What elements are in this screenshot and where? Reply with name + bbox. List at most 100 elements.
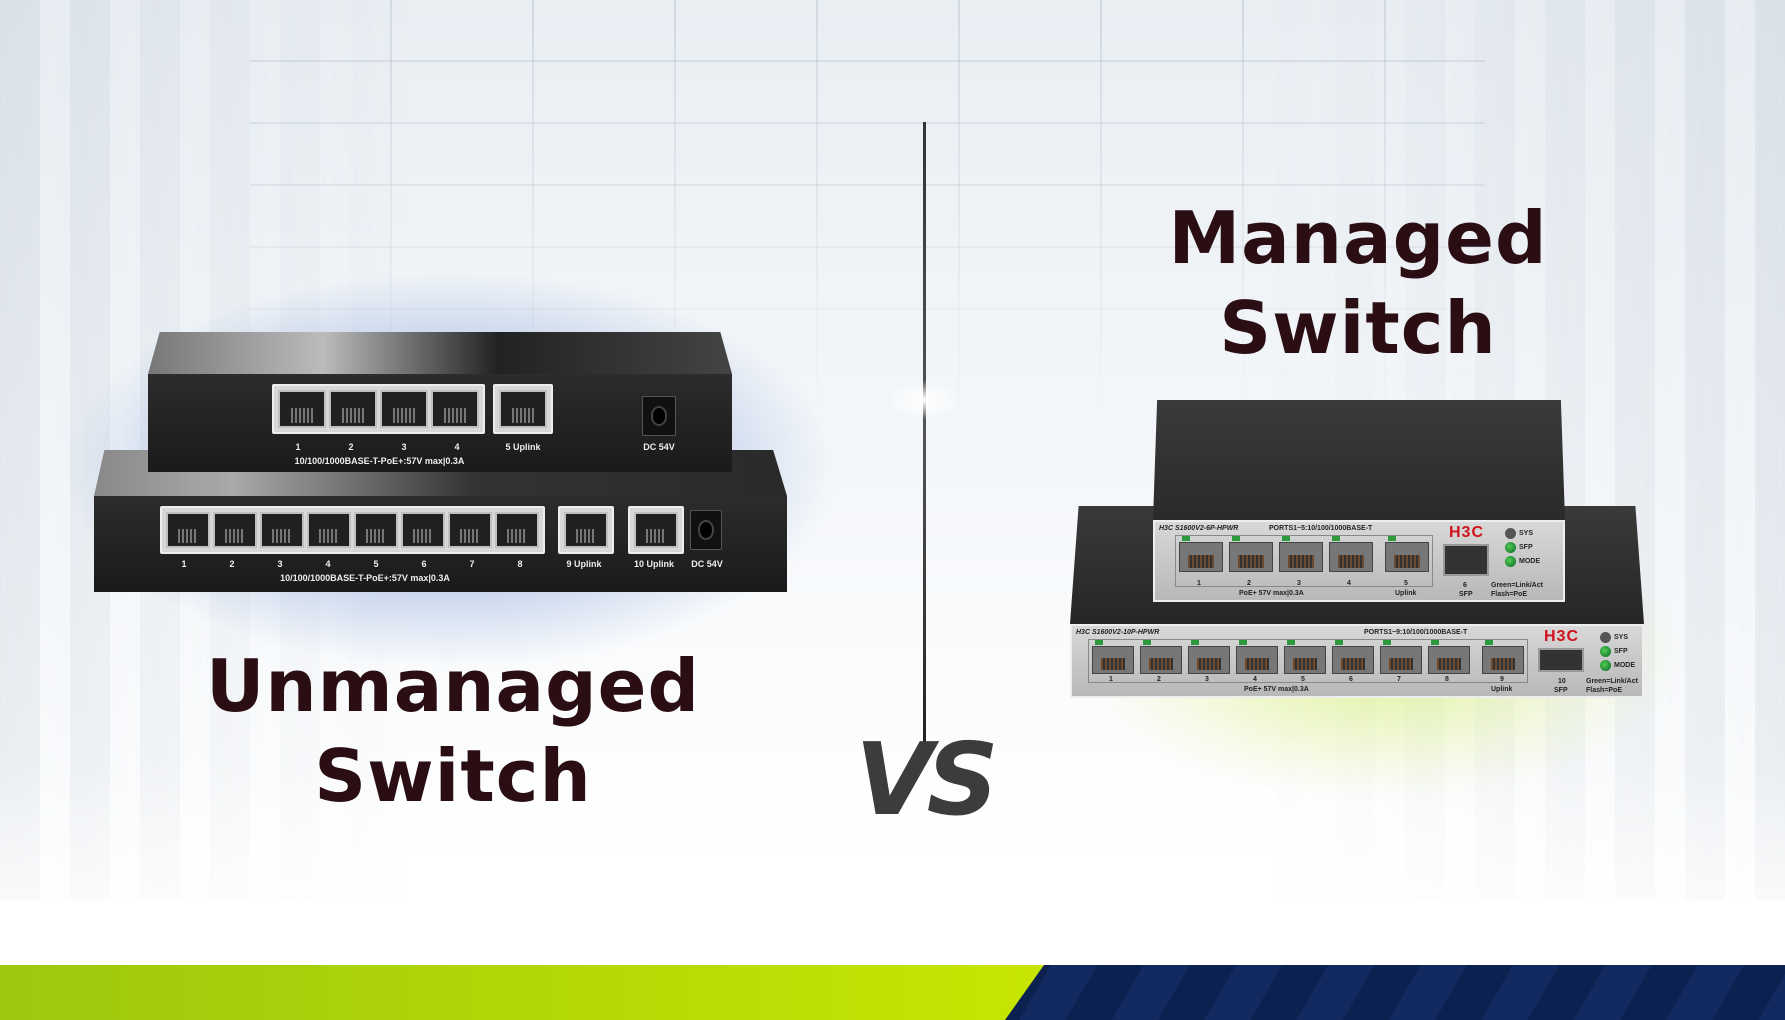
sfp-port bbox=[1538, 648, 1584, 672]
sfp-label: SFP bbox=[1554, 687, 1568, 694]
uplink-number: 9 bbox=[1500, 676, 1504, 683]
sfp-port bbox=[1443, 544, 1489, 576]
port-number: 6 bbox=[421, 559, 427, 569]
rj45-port bbox=[307, 512, 351, 548]
center-divider-line bbox=[923, 122, 926, 742]
status-led bbox=[1600, 646, 1611, 657]
link-led bbox=[1332, 536, 1340, 541]
led-legend: Green=Link/Act bbox=[1491, 582, 1543, 589]
port-group bbox=[160, 506, 545, 554]
rj45-port bbox=[166, 512, 210, 548]
poe-label: PoE+ 57V max|0.3A bbox=[1239, 590, 1304, 597]
link-led bbox=[1383, 640, 1391, 645]
uplink-number: 5 bbox=[1404, 580, 1408, 587]
port-number: 7 bbox=[1397, 676, 1401, 683]
rj45-port bbox=[431, 390, 479, 428]
rj45-port bbox=[1385, 536, 1429, 572]
spec-label: 10/100/1000BASE-T-PoE+:57V max|0.3A bbox=[294, 456, 465, 466]
brand-logo: H3C bbox=[1544, 628, 1580, 645]
port-number: 3 bbox=[401, 442, 407, 452]
rj45-port bbox=[329, 390, 377, 428]
link-led bbox=[1287, 640, 1295, 645]
rj45-port bbox=[260, 512, 304, 548]
rj45-port bbox=[380, 390, 428, 428]
port-number: 5 bbox=[1301, 676, 1305, 683]
led-label: SYS bbox=[1519, 530, 1534, 537]
port-number: 2 bbox=[1157, 676, 1161, 683]
light-flare bbox=[884, 380, 964, 420]
sfp-number: 6 bbox=[1463, 582, 1467, 589]
rj45-port bbox=[1380, 640, 1422, 674]
port-number: 8 bbox=[1445, 676, 1449, 683]
port-group bbox=[272, 384, 485, 434]
heading-line-2: Switch bbox=[1219, 286, 1497, 370]
led-legend: Flash=PoE bbox=[1586, 687, 1622, 694]
versus-label: VS bbox=[855, 721, 998, 838]
ports-spec-label: PORTS1~5:10/100/1000BASE-T bbox=[1269, 525, 1373, 532]
link-led bbox=[1182, 536, 1190, 541]
led-label: MODE bbox=[1519, 558, 1540, 565]
port-number: 6 bbox=[1349, 676, 1353, 683]
power-label: DC 54V bbox=[643, 442, 675, 452]
rj45-port bbox=[1428, 640, 1470, 674]
uplink-label: Uplink bbox=[1395, 590, 1417, 597]
rj45-port bbox=[1284, 640, 1326, 674]
link-led bbox=[1095, 640, 1103, 645]
link-led bbox=[1239, 640, 1247, 645]
port-number: 3 bbox=[1297, 580, 1301, 587]
port-number: 1 bbox=[181, 559, 187, 569]
led-label: SYS bbox=[1614, 634, 1629, 641]
brand-logo: H3C bbox=[1449, 524, 1485, 541]
rj45-port bbox=[1140, 640, 1182, 674]
port-number: 3 bbox=[1205, 676, 1209, 683]
spec-label: 10/100/1000BASE-T-PoE+:57V max|0.3A bbox=[280, 573, 450, 583]
link-led bbox=[1388, 536, 1396, 541]
led-label: SFP bbox=[1519, 544, 1533, 551]
link-led bbox=[1191, 640, 1199, 645]
poe-label: PoE+ 57V max|0.3A bbox=[1244, 686, 1309, 693]
power-jack bbox=[690, 510, 722, 550]
rj45-port bbox=[495, 512, 539, 548]
heading-line-1: Unmanaged bbox=[205, 644, 701, 728]
heading-line-2: Switch bbox=[314, 734, 592, 818]
rj45-port bbox=[1229, 536, 1273, 572]
port-number: 4 bbox=[454, 442, 460, 452]
navy-footer-band bbox=[1005, 965, 1785, 1020]
status-led bbox=[1600, 660, 1611, 671]
power-label: DC 54V bbox=[691, 559, 723, 569]
led-legend: Flash=PoE bbox=[1491, 591, 1527, 598]
rj45-port bbox=[1482, 640, 1524, 674]
uplink-port-group bbox=[558, 506, 614, 554]
uplink-port bbox=[499, 390, 547, 428]
unmanaged-switch-heading: Unmanaged Switch bbox=[153, 641, 753, 821]
port-number: 8 bbox=[517, 559, 523, 569]
link-led bbox=[1143, 640, 1151, 645]
uplink-label: Uplink bbox=[1491, 686, 1513, 693]
rj45-port bbox=[1236, 640, 1278, 674]
port-number: 4 bbox=[1253, 676, 1257, 683]
led-label: MODE bbox=[1614, 662, 1635, 669]
uplink-port bbox=[564, 512, 608, 548]
uplink-port bbox=[634, 512, 678, 548]
port-number: 2 bbox=[229, 559, 235, 569]
link-led bbox=[1485, 640, 1493, 645]
link-led bbox=[1431, 640, 1439, 645]
uplink-label: 5 Uplink bbox=[505, 442, 541, 452]
rj45-port bbox=[213, 512, 257, 548]
model-label: H3C S1600V2-10P-HPWR bbox=[1076, 629, 1160, 636]
green-footer-band bbox=[0, 965, 1060, 1020]
port-number: 3 bbox=[277, 559, 283, 569]
port-number: 4 bbox=[325, 559, 331, 569]
rj45-port bbox=[448, 512, 492, 548]
unmanaged-switch-5port: 5 Uplink DC 54V 10/100/1000BASE-T-PoE+:5… bbox=[148, 332, 732, 472]
rj45-port bbox=[278, 390, 326, 428]
status-led bbox=[1505, 528, 1516, 539]
power-jack bbox=[642, 396, 676, 436]
sfp-number: 10 bbox=[1558, 678, 1566, 685]
rj45-port bbox=[1279, 536, 1323, 572]
led-legend: Green=Link/Act bbox=[1586, 678, 1638, 685]
sfp-label: SFP bbox=[1459, 591, 1473, 598]
port-number: 5 bbox=[373, 559, 379, 569]
